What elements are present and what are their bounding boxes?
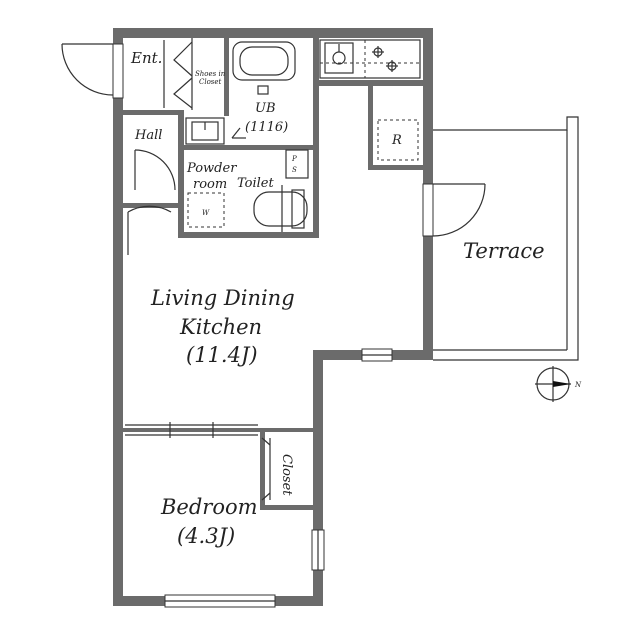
compass: N	[535, 366, 582, 402]
toilet-fixture	[253, 189, 308, 229]
shoe-closet	[163, 38, 193, 110]
refrigerator-space	[377, 119, 419, 161]
label-powder-room-1: Powder	[186, 161, 237, 176]
label-bedroom-size: (4.3J)	[177, 524, 235, 548]
washbasin	[185, 117, 225, 145]
label-unit-bath-size: (1116)	[245, 120, 288, 135]
washing-machine-space	[187, 192, 225, 228]
label-shoes-closet-1: Shoes in	[195, 70, 226, 78]
room-labels: Ent. Shoes in Closet Hall UB (1116) Powd…	[130, 49, 545, 548]
compass-north-label: N	[574, 381, 582, 389]
label-powder-room-2: room	[193, 177, 227, 192]
label-pipe-space-s: S	[292, 166, 297, 174]
closet-fixture	[261, 437, 271, 501]
terrace	[433, 116, 579, 361]
windows	[164, 348, 393, 608]
bathtub	[232, 41, 296, 95]
label-shoes-closet-2: Closet	[199, 78, 222, 86]
label-refrigerator: R	[391, 133, 402, 148]
label-ldk-1: Living Dining	[150, 286, 295, 310]
label-toilet: Toilet	[237, 176, 274, 191]
label-bedroom: Bedroom	[160, 495, 258, 519]
label-terrace: Terrace	[463, 239, 545, 263]
label-hall: Hall	[134, 128, 162, 143]
label-washer: W	[202, 209, 210, 217]
kitchen-counter	[319, 39, 421, 79]
label-unit-bath: UB	[255, 101, 276, 116]
label-pipe-space-p: P	[291, 155, 297, 163]
label-ldk-size: (11.4J)	[186, 343, 258, 367]
pipe-space	[285, 149, 309, 179]
label-ldk-2: Kitchen	[179, 315, 262, 339]
doors	[61, 43, 486, 438]
label-closet: Closet	[279, 454, 294, 496]
interior-walls	[123, 38, 423, 510]
label-entrance: Ent.	[130, 49, 162, 67]
